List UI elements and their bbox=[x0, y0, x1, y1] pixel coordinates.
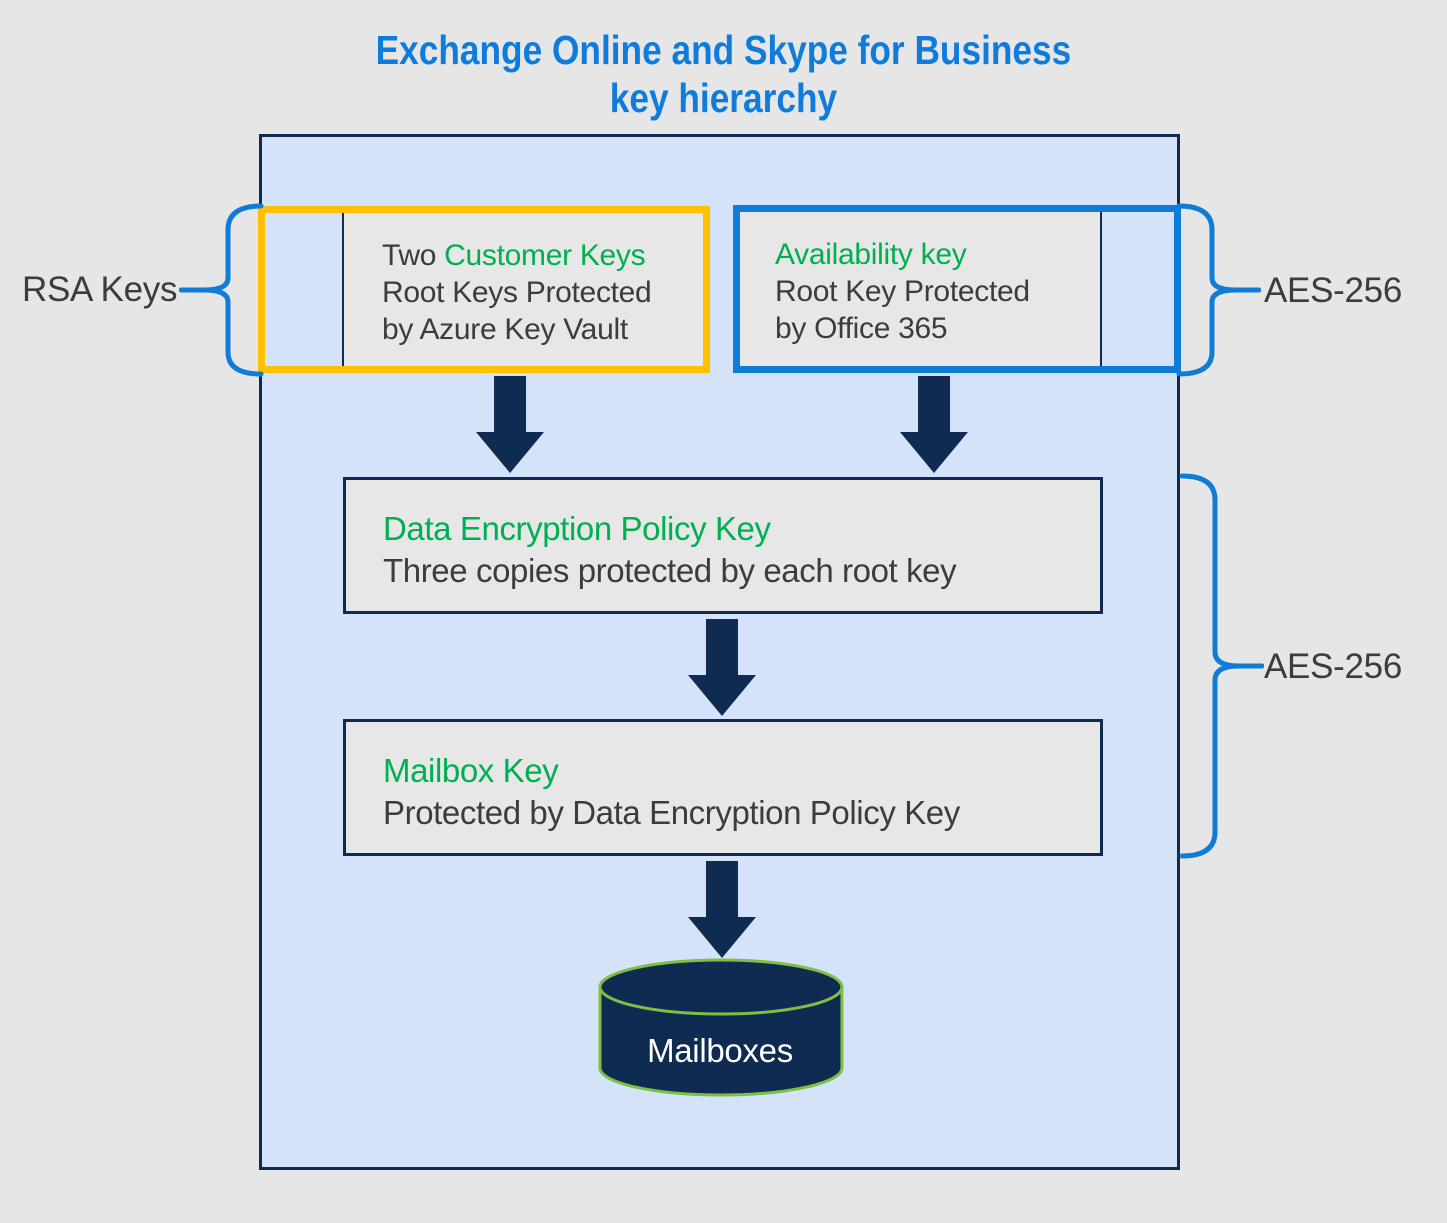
availability-key-line2: Root Key Protected bbox=[775, 275, 1030, 308]
dep-key-name: Data Encryption Policy Key bbox=[383, 510, 771, 547]
rsa-keys-label: RSA Keys bbox=[22, 270, 178, 309]
availability-key-divider bbox=[1100, 212, 1102, 366]
mailboxes-database-icon bbox=[598, 958, 844, 1097]
aes-256-bottom-label: AES-256 bbox=[1264, 647, 1402, 686]
dep-key-line2: Three copies protected by each root key bbox=[383, 552, 957, 589]
down-arrow-icon bbox=[900, 376, 968, 473]
right-curly-brace-top-icon bbox=[1176, 203, 1261, 377]
aes-256-top-label: AES-256 bbox=[1264, 271, 1402, 310]
customer-keys-line2: Root Keys Protected bbox=[382, 276, 652, 309]
mailboxes-label: Mailboxes bbox=[647, 1032, 793, 1069]
customer-keys-left-strip bbox=[265, 213, 342, 366]
diagram-title: Exchange Online and Skype for Business k… bbox=[0, 26, 1447, 122]
mailbox-key-name: Mailbox Key bbox=[383, 752, 559, 789]
customer-keys-divider bbox=[342, 213, 344, 366]
right-curly-brace-bottom-icon bbox=[1179, 473, 1264, 859]
title-line-2: key hierarchy bbox=[609, 75, 838, 121]
customer-keys-name: Customer Keys bbox=[444, 239, 646, 272]
availability-key-right-strip bbox=[1102, 212, 1174, 366]
mailbox-key-line2: Protected by Data Encryption Policy Key bbox=[383, 794, 960, 831]
customer-keys-box: Two Customer Keys Root Keys Protected by… bbox=[258, 206, 710, 373]
customer-keys-text: Two Customer Keys Root Keys Protected by… bbox=[344, 213, 703, 366]
mailbox-key-box: Mailbox Key Protected by Data Encryption… bbox=[343, 719, 1103, 856]
availability-key-name: Availability key bbox=[775, 238, 967, 271]
title-line-1: Exchange Online and Skype for Business bbox=[375, 27, 1072, 73]
diagram-title-text: Exchange Online and Skype for Business k… bbox=[376, 26, 1072, 122]
left-curly-brace-icon bbox=[179, 203, 264, 377]
down-arrow-icon bbox=[688, 619, 756, 716]
data-encryption-policy-key-box: Data Encryption Policy Key Three copies … bbox=[343, 477, 1103, 614]
availability-key-text: Availability key Root Key Protected by O… bbox=[740, 212, 1100, 366]
down-arrow-icon bbox=[476, 376, 544, 473]
customer-keys-line3: by Azure Key Vault bbox=[382, 313, 628, 346]
availability-key-line3: by Office 365 bbox=[775, 312, 948, 345]
availability-key-box: Availability key Root Key Protected by O… bbox=[733, 205, 1181, 373]
customer-keys-prefix: Two bbox=[382, 239, 445, 272]
down-arrow-icon bbox=[688, 861, 756, 958]
